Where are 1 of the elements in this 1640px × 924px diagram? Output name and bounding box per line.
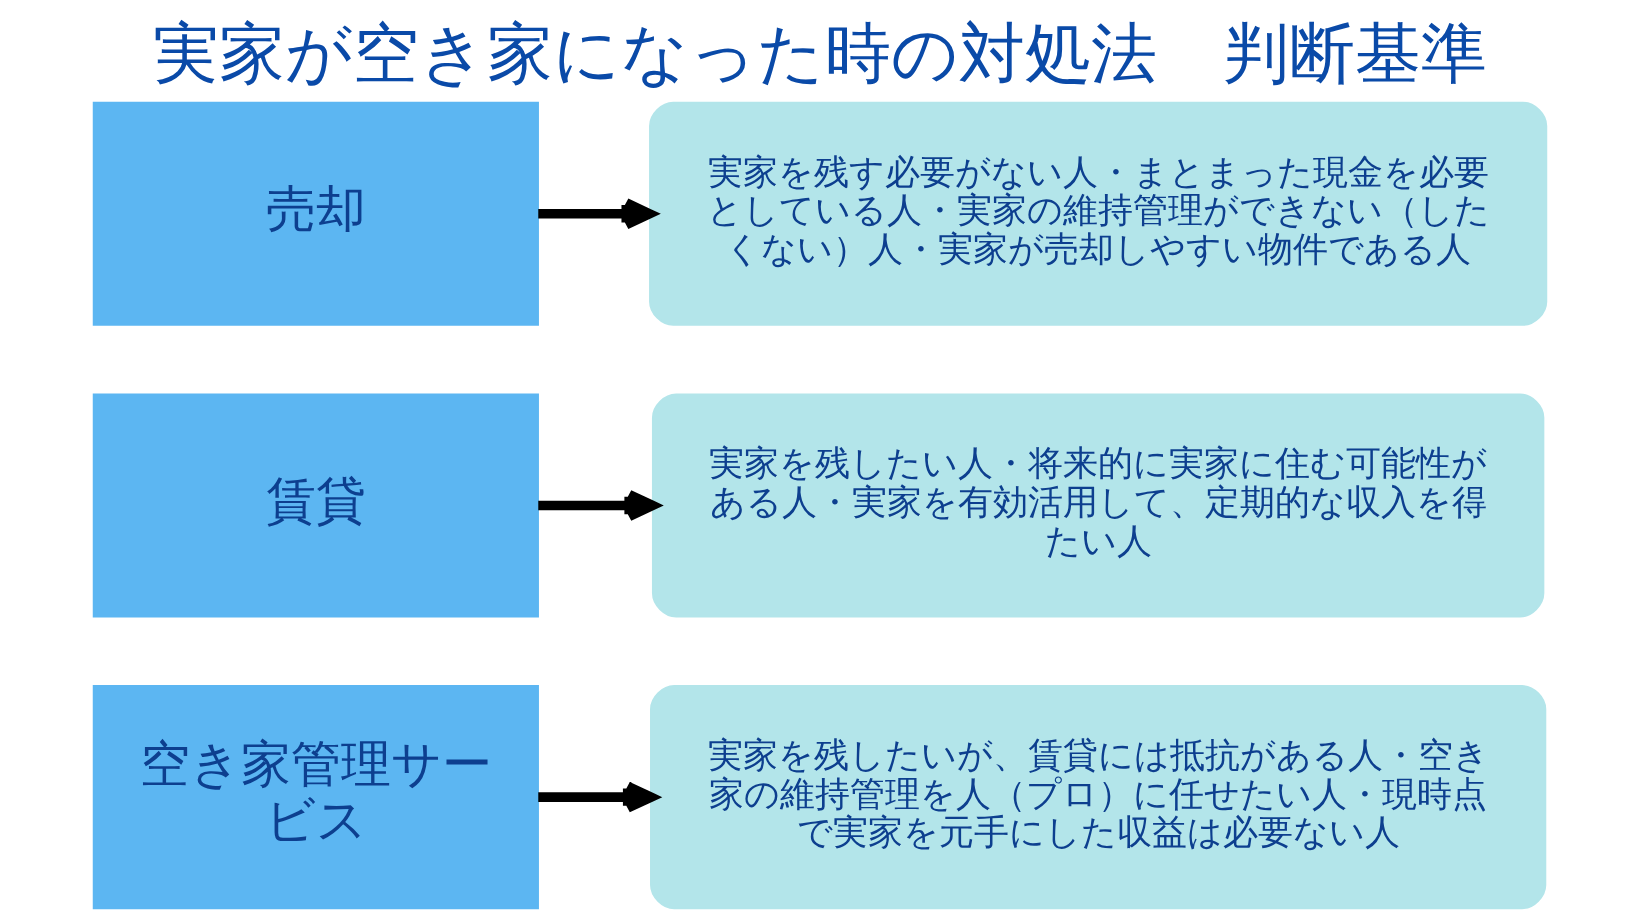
diagram-title: 実家が空き家になった時の対処法 判断基準 <box>153 15 1487 92</box>
